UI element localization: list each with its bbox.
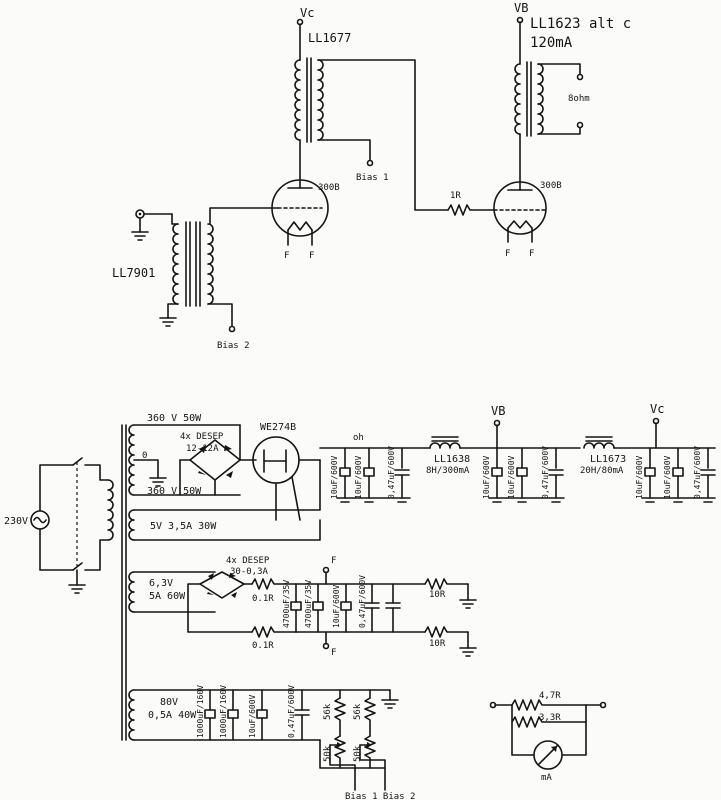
c-ps-1-label: 10uF/600V	[330, 455, 339, 499]
c-ps-6-label: 0,47uF/600V	[541, 446, 550, 499]
output-stage: Vc LL1677 Bias 1 300B F	[112, 1, 631, 351]
we274b-label: WE274B	[260, 422, 296, 433]
f1a-label: F	[284, 251, 289, 261]
ll7901-transformer	[172, 221, 214, 307]
ll1673-label: LL1673	[590, 454, 626, 465]
ll1623-label: LL1623 alt c	[530, 16, 631, 32]
vb-top-label: VB	[514, 1, 528, 15]
r1r-label: 1R	[450, 191, 461, 201]
c-fil-4-label: 0,47uF/600V	[358, 575, 367, 628]
mains-label: 230V	[4, 516, 28, 527]
cap-bank-1	[336, 447, 411, 503]
c-ps-7-label: 10uF/600V	[635, 455, 644, 499]
vc-top-label: Vc	[300, 6, 314, 20]
r01b-label: 0.1R	[252, 641, 274, 651]
ll1673b-label: 20H/80mA	[580, 466, 624, 476]
c-ps-8-label: 10uF/600V	[663, 455, 672, 499]
tube2-label: 300B	[540, 181, 562, 191]
desep1a-label: 4x DESEP	[180, 432, 224, 442]
hv-winding-label: 360 V 50W	[147, 413, 202, 424]
w80b-label: 0,5A 40W	[148, 710, 197, 721]
r47-label: 4,7R	[539, 691, 561, 701]
c-fil-2-label: 4700uF/35V	[304, 580, 313, 628]
zero-label: 0	[142, 451, 147, 461]
meter-shunt	[489, 699, 607, 770]
f2b-label: F	[529, 249, 534, 259]
cap-bank-3	[641, 447, 716, 503]
ll1638b-label: 8H/300mA	[426, 466, 470, 476]
ma-label: mA	[541, 773, 552, 783]
c-fil-3-label: 10uF/600V	[332, 584, 341, 628]
oh-label: oh	[353, 433, 364, 443]
w63b-label: 5A 60W	[149, 591, 186, 602]
c-b-3-label: 10uF/600V	[248, 694, 257, 738]
r10b-label: 10R	[429, 639, 446, 649]
p50a-label: 50k	[323, 745, 333, 762]
c-fil-1-label: 4700uF/35V	[282, 580, 291, 628]
bias-out-label: Bias 1 Bias 2	[345, 792, 415, 800]
ll7901-label: LL7901	[112, 266, 155, 280]
r56b-label: 56k	[353, 703, 363, 720]
ll1638-choke	[429, 436, 581, 449]
hv-secondary-winding	[128, 424, 241, 496]
filament-winding	[128, 571, 216, 613]
ll1673-choke	[583, 436, 716, 449]
ll1623-transformer	[514, 61, 544, 137]
r33-label: 3,3R	[539, 713, 561, 723]
hv-winding2-label: 360 V 50W	[147, 486, 202, 497]
bridge-rectifier-hv	[179, 424, 257, 496]
bias-divider	[319, 689, 386, 791]
c-ps-5-label: 10uF/600V	[507, 455, 516, 499]
cap-bank-2	[488, 447, 565, 503]
f2a-label: F	[505, 249, 510, 259]
c-b-1-label: 1000uF/160V	[196, 685, 205, 738]
ohm8-label: 8ohm	[568, 94, 590, 104]
w5v-label: 5V 3,5A 30W	[150, 521, 217, 532]
c-ps-3-label: 0,47uF/600V	[387, 446, 396, 499]
vb-mid-label: VB	[491, 404, 505, 418]
bias1-label: Bias 1	[356, 173, 389, 183]
ll1677-label: LL1677	[308, 31, 351, 45]
desep2a-label: 4x DESEP	[226, 556, 270, 566]
tube1-label: 300B	[318, 183, 340, 193]
ll1677-transformer	[294, 57, 324, 143]
bias2-label: Bias 2	[217, 341, 250, 351]
c-ps-9-label: 0,47uF/600V	[693, 446, 702, 499]
c-b-2-label: 1000uF/160V	[219, 685, 228, 738]
ll1638-label: LL1638	[434, 454, 470, 465]
vc-mid-label: Vc	[650, 402, 664, 416]
c-ps-4-label: 10uF/600V	[482, 455, 491, 499]
power-supply: 230V 360 V 50W 360 V 50W 0 4x DESEP 1	[4, 402, 716, 800]
f-bot-label: F	[331, 648, 336, 658]
r01a-label: 0.1R	[252, 594, 274, 604]
bridge-rectifier-filament	[187, 571, 253, 633]
w63a-label: 6,3V	[149, 578, 173, 589]
r10a-label: 10R	[429, 590, 446, 600]
ma120-label: 120mA	[530, 35, 573, 51]
cap-bank-filament	[290, 583, 401, 633]
desep2b-label: 30-0,3A	[230, 567, 269, 577]
f-top-label: F	[331, 556, 336, 566]
f1b-label: F	[309, 251, 314, 261]
tube-300b-output	[493, 181, 547, 243]
w80a-label: 80V	[160, 697, 178, 708]
c-b-4-label: 0,47uF/600V	[287, 685, 296, 738]
r56a-label: 56k	[323, 703, 333, 720]
we274b-tube	[252, 436, 321, 521]
cap-bank-bias	[199, 689, 321, 741]
p50b-label: 50k	[353, 745, 363, 762]
c-ps-2-label: 10uF/600V	[354, 455, 363, 499]
